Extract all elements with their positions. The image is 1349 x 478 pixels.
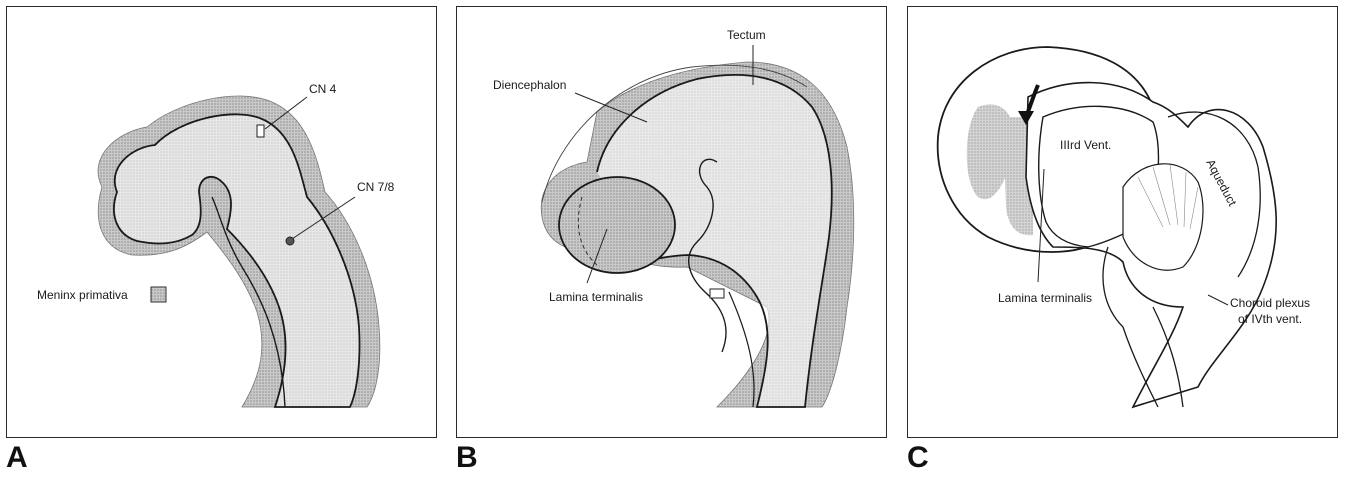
panel-a-embryonic-brain: CN 4 CN 7/8 Meninx primativa (6, 6, 437, 438)
cn78-label: CN 7/8 (357, 180, 395, 194)
choroid-label-line2: of IVth vent. (1238, 312, 1302, 326)
panel-c-drawing: IIIrd Vent. Aqueduct Lamina terminalis C… (908, 7, 1339, 439)
panel-b-embryonic-brain: Tectum Diencephalon Lamina terminalis (456, 6, 887, 438)
panel-c-letter: C (907, 443, 929, 473)
small-marker (710, 289, 724, 298)
third-ventricle-label: IIIrd Vent. (1060, 138, 1111, 152)
cn78-marker (286, 237, 294, 245)
tectum-label: Tectum (727, 28, 766, 42)
panel-a-drawing: CN 4 CN 7/8 Meninx primativa (7, 7, 438, 439)
lamina-label: Lamina terminalis (549, 290, 643, 304)
diencephalon-label: Diencephalon (493, 78, 566, 92)
panel-c-embryonic-brain: IIIrd Vent. Aqueduct Lamina terminalis C… (907, 6, 1338, 438)
meninx-legend-label: Meninx primativa (37, 288, 128, 302)
cn4-marker (257, 125, 264, 137)
meninx-legend-swatch (151, 287, 166, 302)
cn4-label: CN 4 (309, 82, 337, 96)
panel-a-letter: A (6, 443, 28, 473)
panel-b-drawing: Tectum Diencephalon Lamina terminalis (457, 7, 888, 439)
panel-b-letter: B (456, 443, 478, 473)
telencephalic-vesicle (559, 177, 675, 273)
cerebellum-fan (1123, 164, 1203, 270)
choroid-label-line1: Choroid plexus (1230, 296, 1310, 310)
lamina-label: Lamina terminalis (998, 291, 1092, 305)
